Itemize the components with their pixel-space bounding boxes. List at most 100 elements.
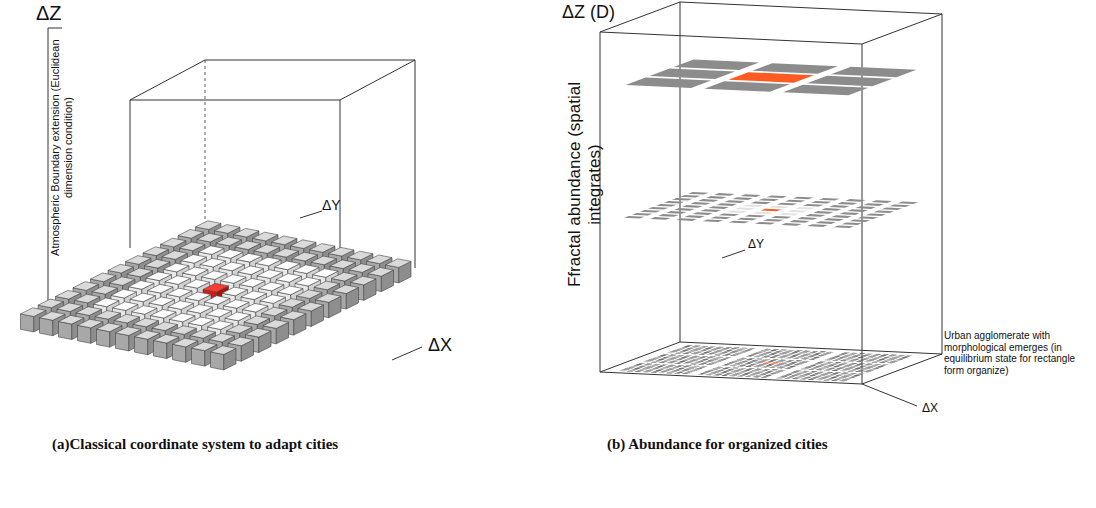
- fractal-tile: [805, 214, 826, 217]
- cube-face: [189, 317, 215, 326]
- urban-texture: [666, 362, 673, 364]
- urban-texture: [705, 374, 712, 376]
- cube-face: [135, 337, 148, 355]
- fractal-tile: [797, 217, 818, 220]
- fractal-tile: [845, 199, 866, 202]
- fractal-tile: [793, 197, 814, 200]
- cube-face: [164, 263, 190, 272]
- fractal-tile: [783, 85, 869, 96]
- fractal-tile: [821, 208, 842, 211]
- z-axis-tick: [48, 28, 62, 29]
- fractal-tile: [704, 81, 790, 92]
- urban-texture: [658, 372, 665, 374]
- cube-face: [253, 232, 279, 241]
- cube-face: [332, 272, 358, 281]
- urban-texture: [769, 357, 776, 359]
- cube-face: [181, 255, 207, 264]
- cube-face: [145, 259, 171, 268]
- cube-face: [224, 300, 250, 309]
- fractal-tile: [690, 202, 711, 205]
- fractal-tile: [708, 206, 729, 209]
- fractal-tile: [658, 214, 679, 217]
- fractal-tile: [763, 219, 784, 222]
- fractal-tile: [728, 72, 814, 83]
- urban-texture: [698, 353, 705, 355]
- urban-texture: [856, 361, 863, 363]
- fractal-tile: [779, 213, 800, 216]
- fractal-tile: [666, 211, 687, 214]
- cube-face: [238, 266, 264, 275]
- cube-face: [143, 247, 169, 256]
- urban-texture: [832, 370, 839, 372]
- cube-face: [129, 281, 155, 290]
- fractal-tile: [850, 220, 871, 223]
- fractal-tile: [842, 223, 863, 226]
- box-edge: [862, 14, 942, 44]
- fractal-tile: [740, 194, 761, 197]
- urban-texture: [761, 366, 768, 368]
- urban-texture: [863, 371, 870, 373]
- cube-face: [310, 244, 336, 253]
- fractal-tile: [711, 217, 732, 220]
- cube-face: [218, 250, 244, 259]
- fractal-tile: [871, 200, 892, 203]
- urban-texture: [697, 374, 704, 376]
- cube-face: [272, 236, 298, 245]
- urban-texture: [824, 359, 831, 361]
- urban-texture: [776, 367, 783, 369]
- fractal-tile: [863, 203, 884, 206]
- cube-face: [180, 242, 206, 251]
- fractal-tile: [692, 212, 713, 215]
- urban-texture: [848, 360, 855, 362]
- cube-face: [221, 275, 247, 284]
- fractal-tile: [771, 216, 792, 219]
- fractal-tile: [847, 209, 868, 212]
- cube-face: [97, 329, 110, 347]
- fractal-tile: [719, 214, 740, 217]
- cube-face: [244, 316, 270, 325]
- fractal-tile: [752, 63, 838, 73]
- cube-face: [97, 323, 123, 332]
- fractal-tile: [866, 214, 887, 217]
- box-edge: [680, 2, 942, 14]
- fractal-tile: [648, 207, 669, 210]
- box-edge: [600, 32, 862, 44]
- panel-caption: (a)Classical coordinate system to adapt …: [52, 436, 532, 453]
- urban-texture: [713, 374, 720, 376]
- urban-texture: [839, 380, 846, 382]
- cube-face: [40, 312, 66, 321]
- fractal-tile: [698, 199, 719, 202]
- urban-texture: [753, 356, 760, 358]
- cube-face: [192, 342, 218, 351]
- fractal-tile: [688, 192, 709, 195]
- cube-face: [133, 318, 159, 327]
- cube-face: [154, 341, 167, 359]
- fractal-tile: [855, 206, 876, 209]
- cube-face: [276, 274, 302, 283]
- fractal-tile: [676, 218, 697, 221]
- cube-face: [152, 322, 178, 331]
- cube-face: [205, 296, 231, 305]
- cube-face: [215, 225, 241, 234]
- fractal-tile: [819, 198, 840, 201]
- urban-texture: [729, 365, 736, 367]
- urban-texture: [698, 363, 705, 365]
- urban-texture: [840, 360, 847, 362]
- fractal-tile: [755, 222, 776, 225]
- box-edge: [942, 14, 943, 354]
- urban-texture: [690, 353, 697, 355]
- fractal-tile: [811, 201, 832, 204]
- axis-label: ΔY: [748, 238, 788, 252]
- cube-face: [171, 326, 197, 335]
- urban-texture: [879, 362, 886, 364]
- fractal-tile: [650, 69, 736, 80]
- cube-face: [40, 318, 53, 336]
- fractal-tile: [745, 215, 766, 218]
- fractal-tile: [761, 209, 782, 212]
- fractal-tile: [829, 205, 850, 208]
- urban-texture: [784, 378, 791, 380]
- cube-face: [206, 308, 232, 317]
- urban-texture: [745, 356, 752, 358]
- urban-texture: [761, 356, 768, 358]
- x-axis-pointer: [392, 347, 422, 360]
